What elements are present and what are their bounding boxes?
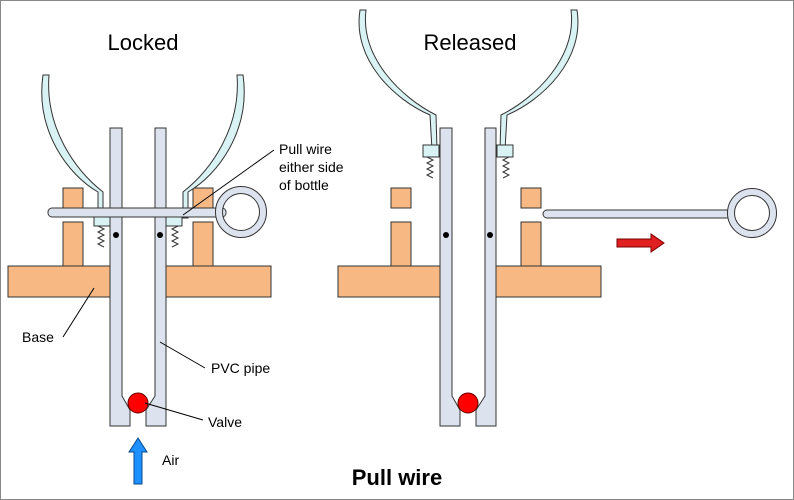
pull-ring-released (728, 189, 776, 237)
base-left (7, 265, 114, 298)
lower-block-right (192, 221, 214, 267)
locked-panel: Locked (7, 30, 344, 485)
label-air: Air (162, 452, 179, 468)
label-pull-wire-3: of bottle (279, 177, 329, 193)
base-right-released (494, 265, 602, 298)
o-ring-right-released (487, 232, 493, 238)
label-valve: Valve (208, 414, 242, 430)
upper-block-left-released (390, 187, 412, 209)
locked-heading: Locked (108, 30, 179, 55)
base-left-released (337, 265, 443, 298)
bottle-neck-right-released (496, 144, 514, 158)
released-panel: Released (337, 9, 777, 427)
pvc-pipe-left-released (439, 127, 461, 427)
o-ring-left-released (443, 232, 449, 238)
pull-wire-released (542, 209, 734, 219)
bottle-right-wall (182, 74, 245, 219)
lower-block-left-released (390, 221, 412, 267)
pvc-pipe-right-released (475, 127, 497, 427)
bottle-neck-left-released (422, 144, 440, 158)
pull-ring (216, 187, 266, 237)
o-ring-right (157, 232, 163, 238)
pvc-pipe-leader (159, 341, 206, 369)
lower-block-left (62, 221, 84, 267)
pull-wire (47, 207, 227, 218)
base-leader (62, 287, 95, 338)
upper-block-right-released (520, 187, 542, 209)
released-heading: Released (424, 30, 517, 55)
thread-left (96, 225, 106, 248)
pull-wire-leader (182, 149, 275, 216)
diagram-title: Pull wire (352, 465, 442, 490)
pull-direction-arrow-icon (616, 233, 665, 253)
base-right (164, 265, 272, 298)
thread-left-released (425, 156, 435, 179)
label-pvc-pipe: PVC pipe (211, 360, 270, 376)
thread-right (170, 225, 180, 248)
pvc-pipe-left (109, 127, 131, 427)
upper-block-right (192, 187, 214, 209)
label-pull-wire-1: Pull wire (279, 141, 332, 157)
upper-block-left (62, 187, 84, 209)
valve-ball-released (457, 392, 479, 414)
lower-block-right-released (520, 221, 542, 267)
valve-leader (144, 402, 204, 421)
pvc-pipe-right (145, 127, 167, 427)
o-ring-left (113, 232, 119, 238)
air-arrow-icon (128, 437, 148, 485)
valve-ball (127, 392, 149, 414)
thread-right-released (501, 156, 511, 179)
label-base: Base (22, 329, 54, 345)
label-pull-wire-2: either side (279, 159, 344, 175)
